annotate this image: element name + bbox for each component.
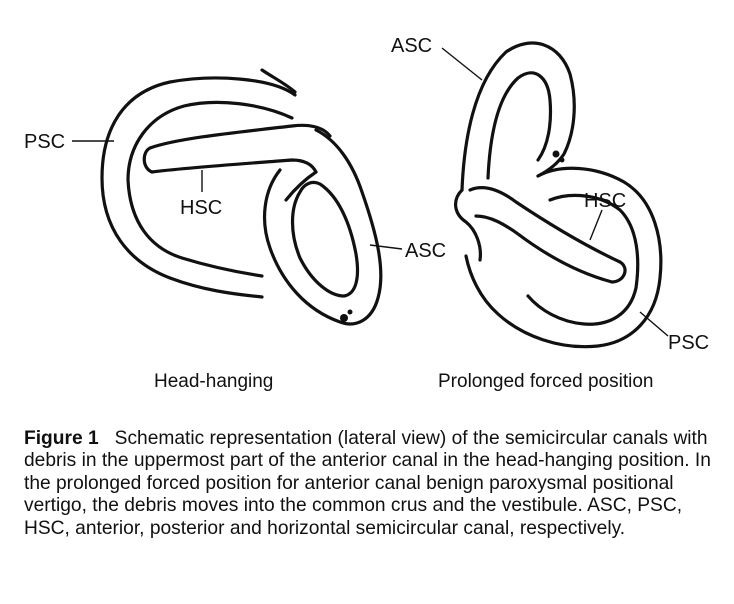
left-psc-label: PSC xyxy=(24,131,65,153)
right-vestibule xyxy=(454,188,482,262)
left-panel-drawing xyxy=(100,68,383,326)
semicircular-canals-figure: PSC HSC ASC Head-hanging ASC HSC PSC Pro… xyxy=(24,35,709,392)
figure-caption-text: Schematic representation (lateral view) … xyxy=(24,428,711,539)
right-psc-leader xyxy=(639,311,669,337)
right-panel-drawing xyxy=(454,41,663,349)
figure-caption: Figure 1 Schematic representation (later… xyxy=(24,428,714,540)
right-subcaption: Prolonged forced position xyxy=(438,371,653,392)
left-asc-inner-wall xyxy=(290,180,360,298)
figure-caption-label: Figure 1 xyxy=(24,428,99,449)
right-asc-inner-wall xyxy=(486,71,553,180)
left-hsc-upper-wall xyxy=(148,123,332,150)
left-psc-outer-wall xyxy=(100,76,297,299)
right-psc-label: PSC xyxy=(668,332,709,354)
right-hsc-lower-wall xyxy=(474,214,614,284)
left-debris xyxy=(340,314,348,322)
left-asc-label: ASC xyxy=(405,240,446,262)
left-psc-inner-wall xyxy=(126,100,294,278)
right-hsc-label: HSC xyxy=(584,190,626,212)
right-psc-outer-wall xyxy=(464,166,663,349)
right-asc-label: ASC xyxy=(391,35,432,57)
left-asc-leader xyxy=(369,244,403,250)
left-common-crus xyxy=(284,170,318,202)
left-psc-tip xyxy=(260,68,297,94)
left-asc-outer-wall xyxy=(262,128,383,326)
left-hsc-lower-wall xyxy=(150,158,318,174)
right-hsc-upper-wall xyxy=(468,186,622,264)
right-hsc-leader xyxy=(589,209,603,241)
left-subcaption: Head-hanging xyxy=(154,371,273,392)
left-hsc-label: HSC xyxy=(180,197,222,219)
right-psc-inner-wall xyxy=(526,193,640,326)
right-hsc-end xyxy=(610,260,627,284)
left-hsc-end xyxy=(142,146,154,174)
right-asc-leader xyxy=(441,47,483,81)
right-asc-outer-wall xyxy=(460,41,576,192)
right-debris xyxy=(552,150,560,158)
